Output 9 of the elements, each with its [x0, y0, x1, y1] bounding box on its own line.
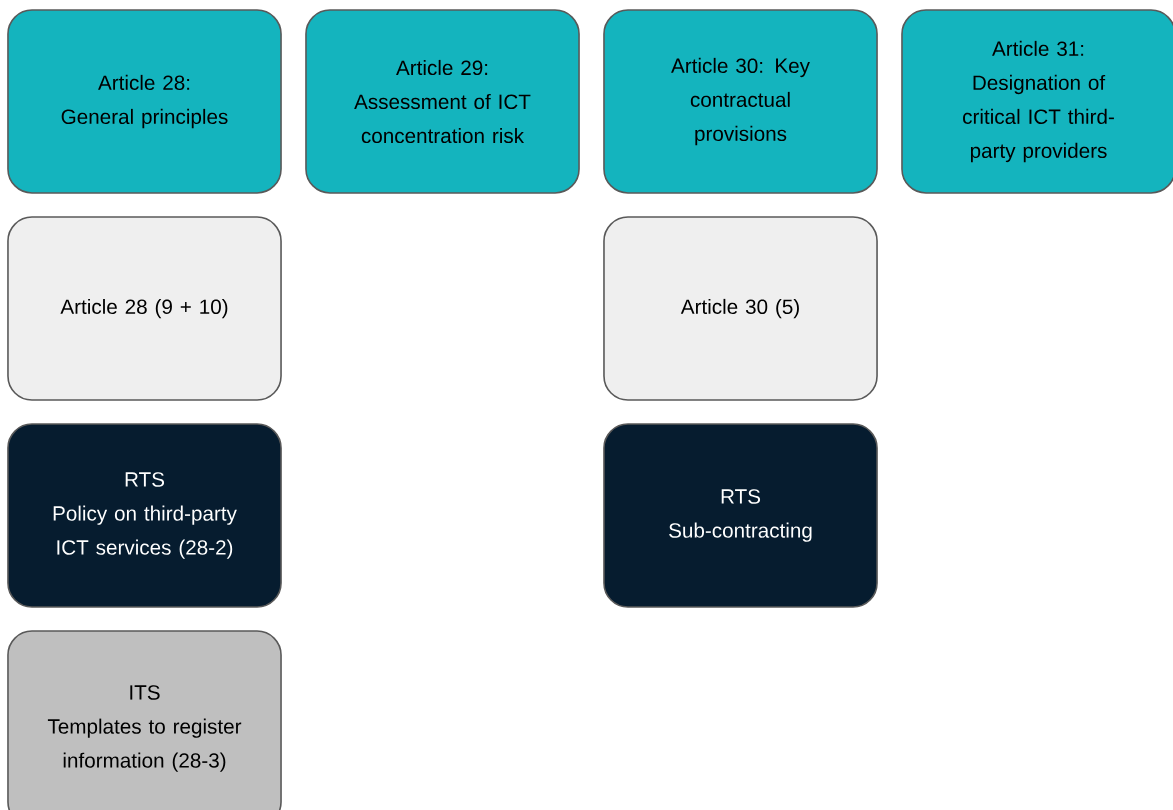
standard-box: RTS Policy on third-party ICT services (28-2) [7, 423, 282, 608]
article-box: Article 29: Assessment of ICT concentration risk [305, 9, 580, 194]
standard-box: ITS Templates to register information (28-3) [7, 630, 282, 810]
article-box: Article 30: Key contractual provisions [603, 9, 878, 194]
article-box: Article 28 (9 + 10) [7, 216, 282, 401]
article-box: Article 30 (5) [603, 216, 878, 401]
article-box: Article 31: Designation of critical ICT third-party providers [901, 9, 1173, 194]
standard-box: RTS Sub-contracting [603, 423, 878, 608]
article-box: Article 28: General principles [7, 9, 282, 194]
